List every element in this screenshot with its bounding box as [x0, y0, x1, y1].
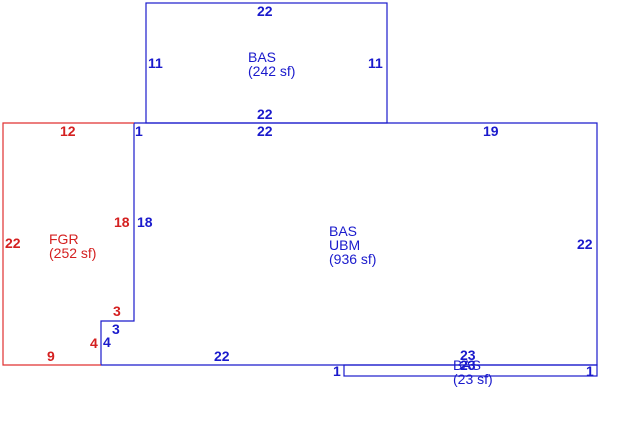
small-code: BAS: [453, 357, 481, 373]
bas-top-dim-right: 11: [368, 55, 383, 71]
fgr-dim-step: 3: [113, 303, 121, 319]
main-dim-top-b: 22: [257, 123, 273, 139]
main-dim-step-h: 4: [103, 334, 111, 350]
main-dim-right: 22: [577, 236, 593, 252]
bas-top-dim-bottom: 22: [257, 106, 273, 122]
bas-top-dim-left: 11: [148, 55, 163, 71]
fgr-size: (252 sf): [49, 245, 96, 261]
small-dim-right: 1: [586, 363, 594, 379]
main-dim-left: 18: [137, 214, 153, 230]
small-size: (23 sf): [453, 371, 493, 387]
small-dim-left: 1: [333, 363, 341, 379]
main-dim-top-a: 1: [135, 123, 143, 139]
main-size: (936 sf): [329, 251, 376, 267]
small-dim-top2: 23: [460, 357, 476, 373]
bas-top-code: BAS: [248, 49, 276, 65]
fgr-code: FGR: [49, 231, 79, 247]
fgr-dim-top: 12: [60, 123, 76, 139]
fgr-dim-step-v: 4: [90, 335, 98, 351]
bas-top-dim-top: 22: [257, 3, 273, 19]
bas-small-outline: [343, 364, 598, 377]
small-dim-top: 23: [460, 347, 476, 363]
main-dim-bottom: 22: [214, 348, 230, 364]
main-sub: UBM: [329, 237, 360, 253]
fgr-outline: [2, 122, 134, 366]
main-code: BAS: [329, 223, 357, 239]
fgr-dim-right: 18: [114, 214, 130, 230]
fgr-dim-bottom: 9: [47, 348, 55, 364]
bas-top-size: (242 sf): [248, 63, 295, 79]
main-dim-step-v: 3: [112, 321, 120, 337]
main-dim-top-c: 19: [483, 123, 499, 139]
fgr-dim-left: 22: [5, 235, 21, 251]
